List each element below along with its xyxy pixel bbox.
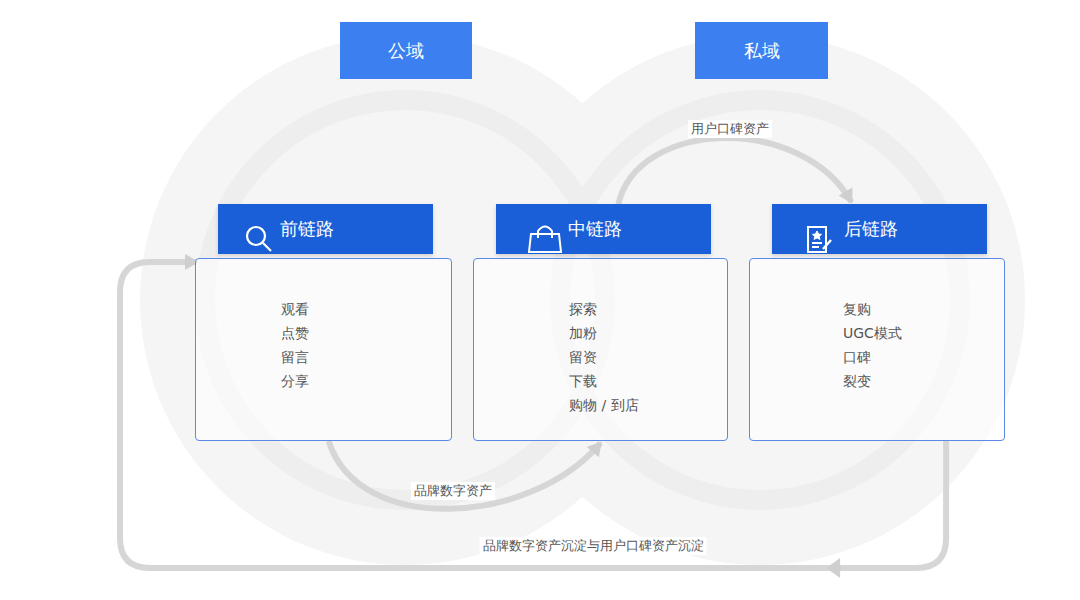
stage-item: 留言 [281,345,309,369]
domain-box: 私域 [695,22,828,79]
stage-item: 购物 / 到店 [569,393,639,417]
stage-heading: 前链路 [280,217,334,241]
stage-item: 分享 [281,369,309,393]
stage-heading: 后链路 [844,217,898,241]
stage-item: 探索 [569,297,639,321]
stage-heading-box: 中链路 [496,204,711,254]
flow-arrow [618,138,851,204]
stage-item: 留资 [569,345,639,369]
stage-item: 点赞 [281,321,309,345]
stage-panel: 前链路观看点赞留言分享 [195,258,452,441]
stage-item: 加粉 [569,321,639,345]
stage-panel: 后链路复购UGC模式口碑裂变 [749,258,1005,441]
flow-line [329,441,601,509]
stage-list: 探索加粉留资下载购物 / 到店 [569,297,639,417]
flow-label: 用户口碑资产 [688,120,772,138]
flow-label: 品牌数字资产 [411,482,495,500]
flow-arrowhead [826,558,840,578]
domain-label: 私域 [744,39,780,63]
domain-box: 公域 [340,22,472,79]
flow-arrow [329,441,601,509]
stage-item: 口碑 [843,345,902,369]
stage-list: 观看点赞留言分享 [281,297,309,393]
flow-label: 品牌数字资产沉淀与用户口碑资产沉淀 [480,537,707,555]
stage-panel: 中链路探索加粉留资下载购物 / 到店 [473,258,728,441]
stage-item: 观看 [281,297,309,321]
domain-label: 公域 [388,39,424,63]
stage-item: 复购 [843,297,902,321]
stage-item: 下载 [569,369,639,393]
stage-heading-box: 前链路 [218,204,433,254]
stage-heading: 中链路 [568,217,622,241]
stage-item: UGC模式 [843,321,902,345]
stage-heading-box: 后链路 [772,204,987,254]
stage-item: 裂变 [843,369,902,393]
flow-line [618,138,851,204]
stage-list: 复购UGC模式口碑裂变 [843,297,902,393]
